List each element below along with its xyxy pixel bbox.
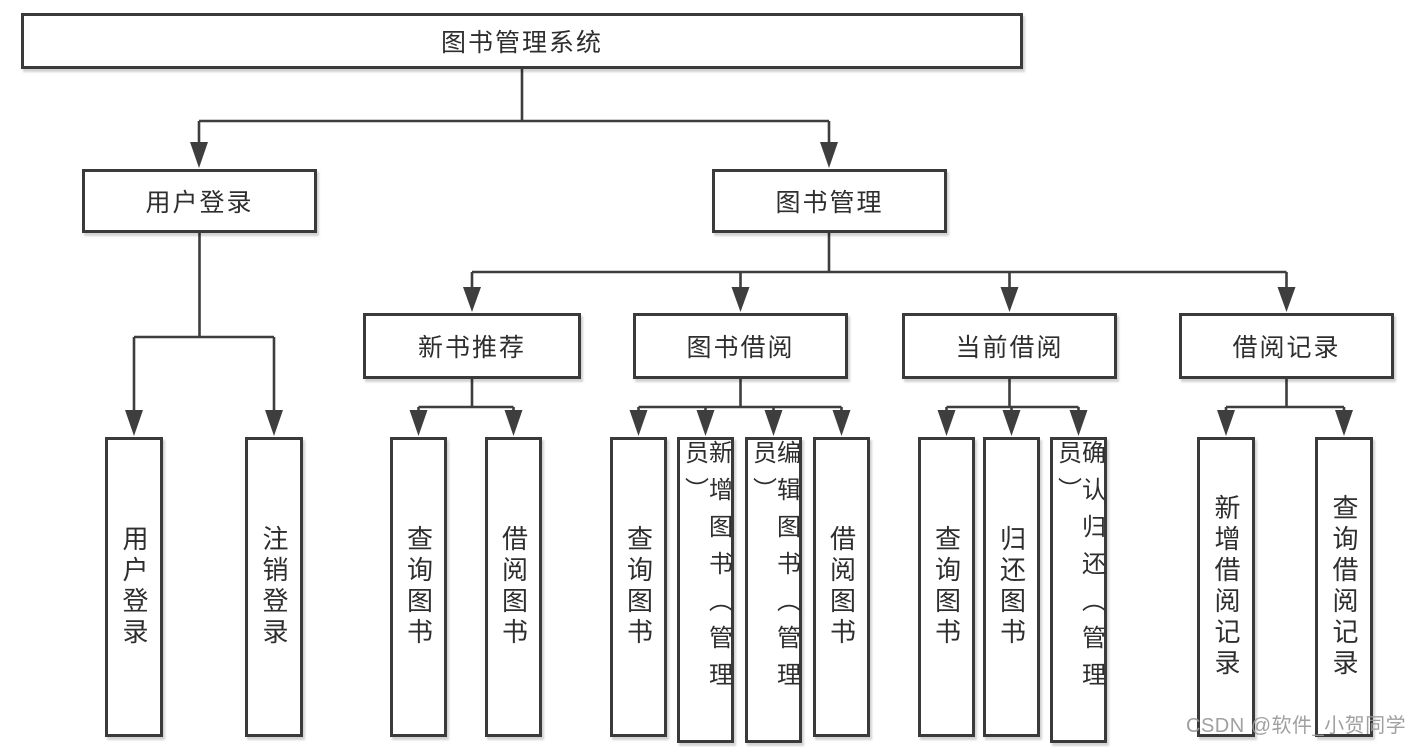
node-book-management: 图书管理 — [712, 169, 947, 233]
leaf-confirm-return-admin: 确认归还（管理员） — [1050, 437, 1107, 743]
leaf-logout: 注销登录 — [245, 437, 303, 737]
leaf-return-books: 归还图书 — [983, 437, 1040, 737]
leaf-label: 借阅图书 — [826, 525, 857, 649]
node-label: 当前借阅 — [955, 334, 1064, 362]
leaf-query-books-3: 查询图书 — [918, 437, 975, 737]
csdn-watermark: CSDN @软件_小贺同学 — [1186, 715, 1405, 737]
leaf-label: 借阅图书 — [498, 525, 529, 649]
node-label: 用户登录 — [145, 189, 254, 217]
leaf-label: 编辑图书（管理员） — [748, 440, 800, 699]
leaf-label: 查询图书 — [403, 525, 434, 649]
leaf-query-books-2: 查询图书 — [610, 437, 667, 737]
leaf-edit-book-admin: 编辑图书（管理员） — [745, 437, 802, 743]
leaf-borrow-books-2: 借阅图书 — [813, 437, 870, 737]
leaf-label: 归还图书 — [996, 525, 1027, 649]
leaf-borrow-books-1: 借阅图书 — [485, 437, 542, 737]
node-label: 新书推荐 — [417, 334, 526, 362]
leaf-label: 用户登录 — [119, 525, 149, 649]
leaf-label: 注销登录 — [259, 525, 289, 649]
node-borrowing-records: 借阅记录 — [1179, 313, 1394, 379]
leaf-query-borrow-record: 查询借阅记录 — [1315, 437, 1373, 737]
leaf-query-books-1: 查询图书 — [390, 437, 447, 737]
leaf-label: 确认归还（管理员） — [1053, 440, 1105, 699]
node-current-borrowing: 当前借阅 — [902, 313, 1117, 379]
leaf-label: 查询图书 — [931, 525, 962, 649]
leaf-label: 查询图书 — [623, 525, 654, 649]
node-label: 借阅记录 — [1232, 334, 1341, 362]
node-new-book-recommendation: 新书推荐 — [363, 313, 581, 379]
leaf-label: 查询借阅记录 — [1329, 494, 1359, 680]
node-label: 图书管理 — [775, 189, 884, 217]
leaf-add-book-admin: 新增图书（管理员） — [677, 437, 734, 743]
node-label: 图书借阅 — [686, 334, 795, 362]
node-book-borrowing: 图书借阅 — [633, 313, 848, 379]
node-user-login: 用户登录 — [82, 169, 317, 233]
leaf-user-login: 用户登录 — [105, 437, 163, 737]
node-label: 图书管理系统 — [440, 29, 603, 57]
leaf-add-borrow-record: 新增借阅记录 — [1197, 437, 1255, 737]
node-library-management-system: 图书管理系统 — [21, 13, 1023, 69]
leaf-label: 新增图书（管理员） — [680, 440, 732, 699]
leaf-label: 新增借阅记录 — [1211, 494, 1241, 680]
